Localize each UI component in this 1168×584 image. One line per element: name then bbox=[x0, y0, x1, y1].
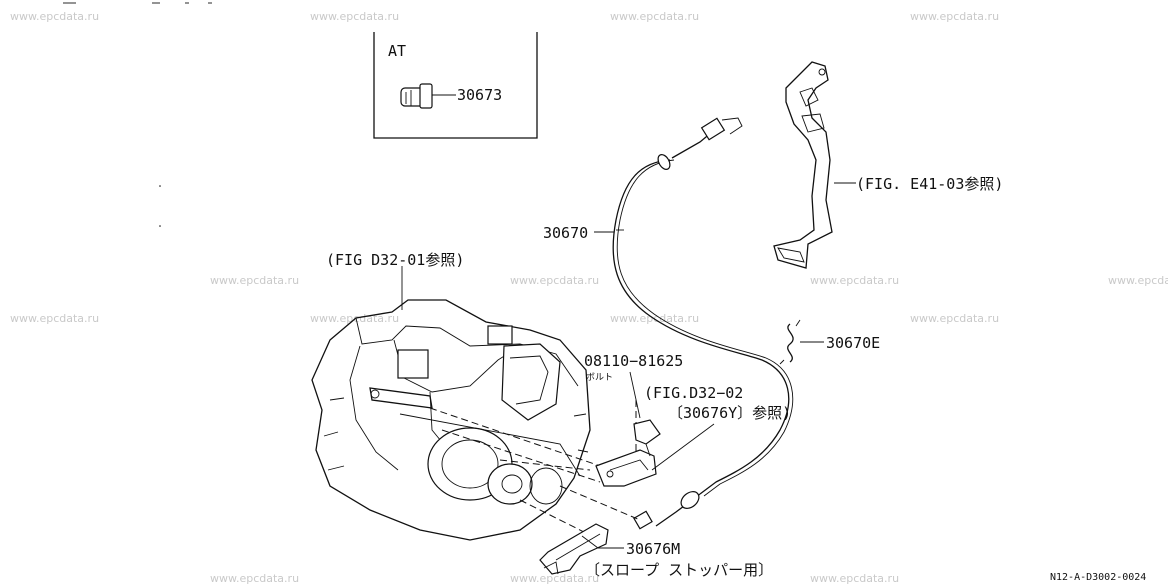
watermark: www.epcdata.ru bbox=[10, 10, 99, 23]
watermark: www.epcdata.ru bbox=[910, 312, 999, 325]
cable-clip bbox=[779, 319, 801, 365]
watermark: www.epcdata.ru bbox=[1108, 274, 1168, 287]
watermark: www.epcdata.ru bbox=[210, 572, 299, 584]
transmission-housing bbox=[311, 299, 591, 541]
ref-fig-d32-01: (FIG D32-01参照) bbox=[326, 251, 464, 269]
watermark: www.epcdata.ru bbox=[210, 274, 299, 287]
watermark-grid: www.epcdata.ru www.epcdata.ru www.epcdat… bbox=[10, 10, 1168, 584]
part-number-30670: 30670 bbox=[543, 224, 588, 242]
diagram-code: N12-A-D3002-0024 bbox=[1050, 572, 1146, 583]
slope-stopper-bracket bbox=[539, 523, 609, 575]
ref-fig-e41-03: (FIG. E41-03参照) bbox=[856, 175, 1003, 193]
stopper-description: 〔スロープ ストッパー用〕 bbox=[585, 561, 773, 579]
part-number-30670e: 30670E bbox=[826, 334, 880, 352]
ref-fig-d32-02: (FIG.D32−02 bbox=[644, 384, 743, 402]
part-number-08110-81625: 08110−81625 bbox=[584, 352, 683, 370]
at-inset-box: AT 30673 bbox=[373, 32, 538, 139]
bolt-name: ボルト bbox=[586, 372, 613, 383]
watermark: www.epcdata.ru bbox=[310, 10, 399, 23]
accelerator-pedal bbox=[773, 61, 833, 269]
plug-icon bbox=[400, 83, 433, 109]
scan-marks bbox=[63, 2, 212, 227]
watermark: www.epcdata.ru bbox=[810, 572, 899, 584]
watermark: www.epcdata.ru bbox=[510, 572, 599, 584]
control-cable bbox=[612, 117, 794, 530]
bolt-icon bbox=[633, 419, 661, 457]
watermark: www.epcdata.ru bbox=[10, 312, 99, 325]
cable-bracket bbox=[595, 449, 657, 487]
inset-title: AT bbox=[388, 42, 406, 60]
watermark: www.epcdata.ru bbox=[610, 10, 699, 23]
part-number-30673: 30673 bbox=[457, 86, 502, 104]
part-number-30676m: 30676M bbox=[626, 540, 680, 558]
ref-fig-d32-02-part: 〔30676Y〕参照) bbox=[668, 404, 791, 422]
watermark: www.epcdata.ru bbox=[810, 274, 899, 287]
watermark: www.epcdata.ru bbox=[510, 274, 599, 287]
watermark: www.epcdata.ru bbox=[910, 10, 999, 23]
